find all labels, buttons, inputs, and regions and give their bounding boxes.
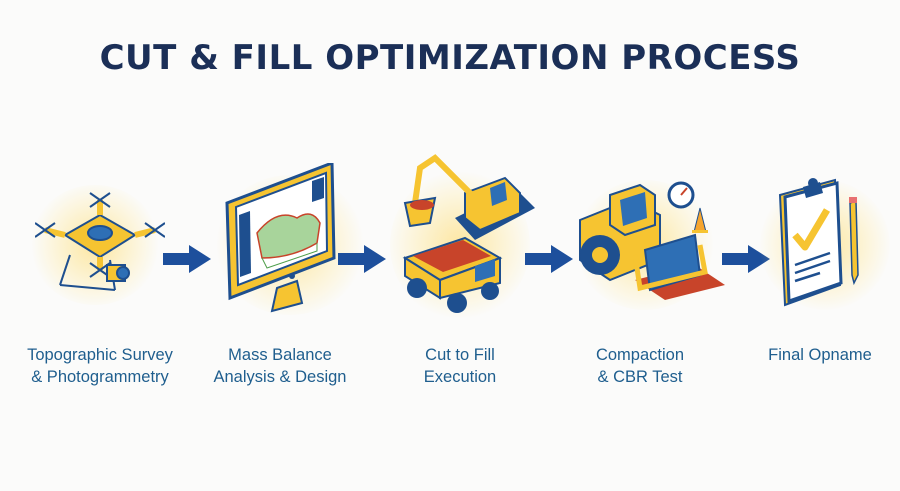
step-label-line1: Topographic Survey	[27, 346, 173, 364]
step-label-2: Mass Balance Analysis & Design	[185, 344, 375, 388]
arrow-right-icon	[163, 245, 211, 273]
excavator-dump-truck-icon	[402, 154, 535, 313]
step-label-4: Compaction & CBR Test	[545, 344, 735, 388]
step-label-line1: Compaction	[595, 346, 685, 364]
gauge-cone-icon	[667, 181, 708, 233]
step-label-3: Cut to Fill Execution	[365, 344, 555, 388]
arrow-right-icon	[338, 245, 386, 273]
step-label-1: Topographic Survey & Photogrammetry	[5, 344, 195, 388]
step-label-line1: Cut to Fill	[425, 346, 495, 364]
arrow-right-icon	[722, 245, 770, 273]
step-label-line2: Execution	[423, 368, 497, 386]
step-label-line2: Analysis & Design	[213, 368, 347, 386]
arrow-right-icon	[525, 245, 573, 273]
roller-compactor-icon	[579, 183, 725, 300]
step-label-5: Final Opname	[725, 344, 900, 366]
step-label-line2: & Photogrammetry	[31, 368, 169, 386]
drone-icon	[35, 192, 165, 291]
clipboard-check-icon	[778, 178, 859, 307]
step-label-line2: & CBR Test	[597, 368, 683, 386]
step-label-line1: Mass Balance	[228, 346, 332, 364]
step-label-line1: Final Opname	[768, 346, 872, 364]
monitor-terrain-icon	[225, 163, 336, 313]
page-title: CUT & FILL OPTIMIZATION PROCESS	[99, 38, 801, 78]
